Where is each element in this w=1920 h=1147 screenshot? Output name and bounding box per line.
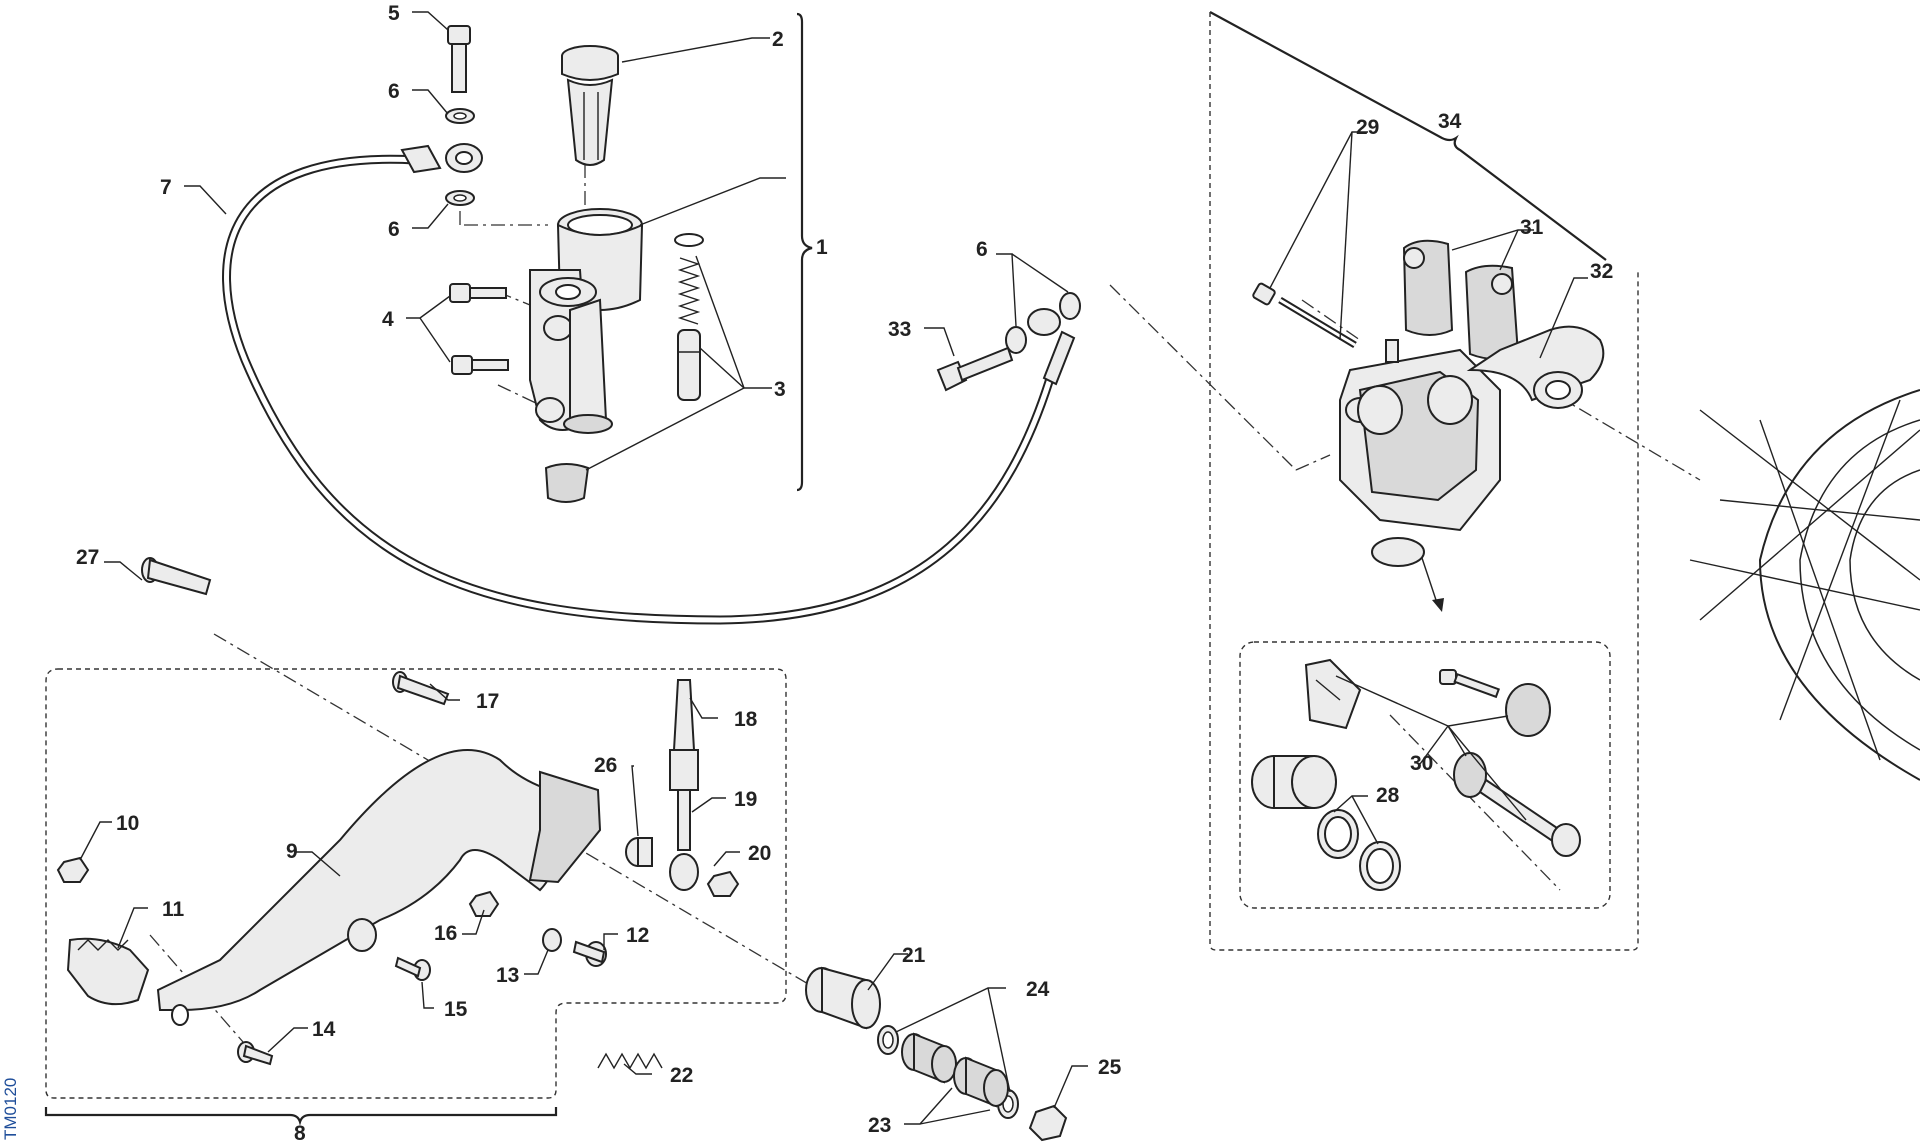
- master-cylinder-group: [445, 25, 704, 503]
- callout-19: 19: [734, 788, 757, 811]
- wheel-hub-part: [1689, 389, 1920, 781]
- callout-33: 33: [888, 318, 911, 341]
- spring-piston-part: [674, 233, 704, 401]
- callout-5: 5: [388, 2, 400, 25]
- callout-7: 7: [160, 176, 172, 199]
- callout-6: 6: [976, 238, 988, 261]
- callout-3: 3: [774, 378, 786, 401]
- group-brackets: [44, 11, 1639, 1126]
- callout-10: 10: [116, 812, 139, 835]
- leader-lines: [79, 11, 1588, 1125]
- callout-21: 21: [902, 944, 926, 967]
- callout-18: 18: [734, 708, 758, 731]
- callout-13: 13: [496, 964, 519, 987]
- callout-1: 1: [816, 236, 828, 259]
- callout-14: 14: [312, 1018, 336, 1041]
- callout-30: 30: [1410, 752, 1433, 775]
- callout-32: 32: [1590, 260, 1613, 283]
- callout-27: 27: [76, 546, 99, 569]
- callout-34: 34: [1438, 110, 1462, 133]
- callout-6: 6: [388, 218, 400, 241]
- callout-24: 24: [1026, 978, 1050, 1001]
- callout-15: 15: [444, 998, 468, 1021]
- callout-23: 23: [868, 1114, 891, 1137]
- callout-12: 12: [626, 924, 649, 947]
- callout-6: 6: [388, 80, 400, 103]
- callout-16: 16: [434, 922, 457, 945]
- callout-26: 26: [594, 754, 617, 777]
- callout-17: 17: [476, 690, 499, 713]
- reservoir-cap-part: [561, 45, 619, 166]
- brake-hose-7: [222, 143, 1076, 625]
- mounting-bolts-part: [449, 283, 509, 375]
- document-code: TM0120: [1, 1078, 20, 1140]
- master-cylinder-body: [529, 208, 644, 434]
- dust-boot-part: [544, 463, 590, 503]
- caliper-kit-parts: [1251, 658, 1581, 891]
- callout-11: 11: [162, 898, 185, 921]
- callout-25: 25: [1098, 1056, 1122, 1079]
- callout-20: 20: [748, 842, 771, 865]
- brake-caliper-part: [1339, 325, 1605, 567]
- callout-8: 8: [294, 1122, 306, 1145]
- callout-labels: 5 2 6 7 6 1 4 3 6 33 34 29 31 32 30 28 2…: [76, 2, 1613, 1145]
- callout-9: 9: [286, 840, 298, 863]
- callout-4: 4: [382, 308, 394, 331]
- callout-28: 28: [1376, 784, 1400, 807]
- callout-2: 2: [772, 28, 784, 51]
- banjo-bolt-part: [445, 25, 475, 206]
- brake-pedal-assembly: [56, 557, 1068, 1142]
- caliper-hardware: [936, 239, 1520, 392]
- callout-29: 29: [1356, 116, 1379, 139]
- callout-22: 22: [670, 1064, 693, 1087]
- callout-31: 31: [1520, 216, 1544, 239]
